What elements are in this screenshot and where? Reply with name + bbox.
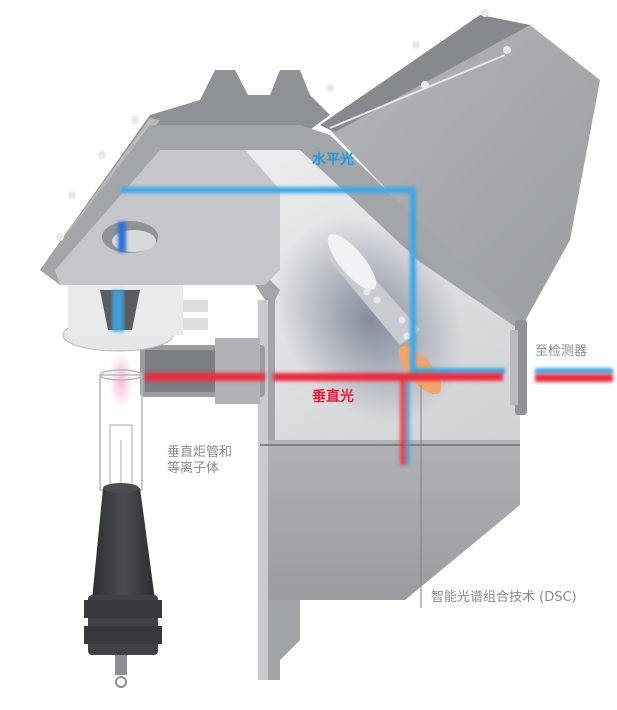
vertical-light-beam — [145, 373, 613, 465]
axial-optics — [62, 285, 183, 352]
housing-top-right-lid — [320, 9, 600, 330]
vertical-torch-plasma-label: 垂直炬管和 等离子体 — [167, 445, 232, 478]
to-detector-label: 至检测器 — [535, 344, 588, 359]
torch-label-line-1: 垂直炬管和 — [167, 445, 233, 460]
dsc-label: 智能光谱组合技术 (DSC) — [431, 590, 577, 605]
horizontal-light-beam — [118, 187, 613, 465]
horizontal-light-label: 水平光 — [312, 152, 354, 168]
torch-interface — [140, 300, 265, 404]
vertical-light-label: 垂直光 — [312, 389, 354, 405]
housing-lower-section — [258, 300, 520, 680]
plasma-torch — [84, 352, 162, 688]
torch-label-line-2: 等离子体 — [167, 461, 220, 477]
detector-port — [510, 320, 527, 415]
